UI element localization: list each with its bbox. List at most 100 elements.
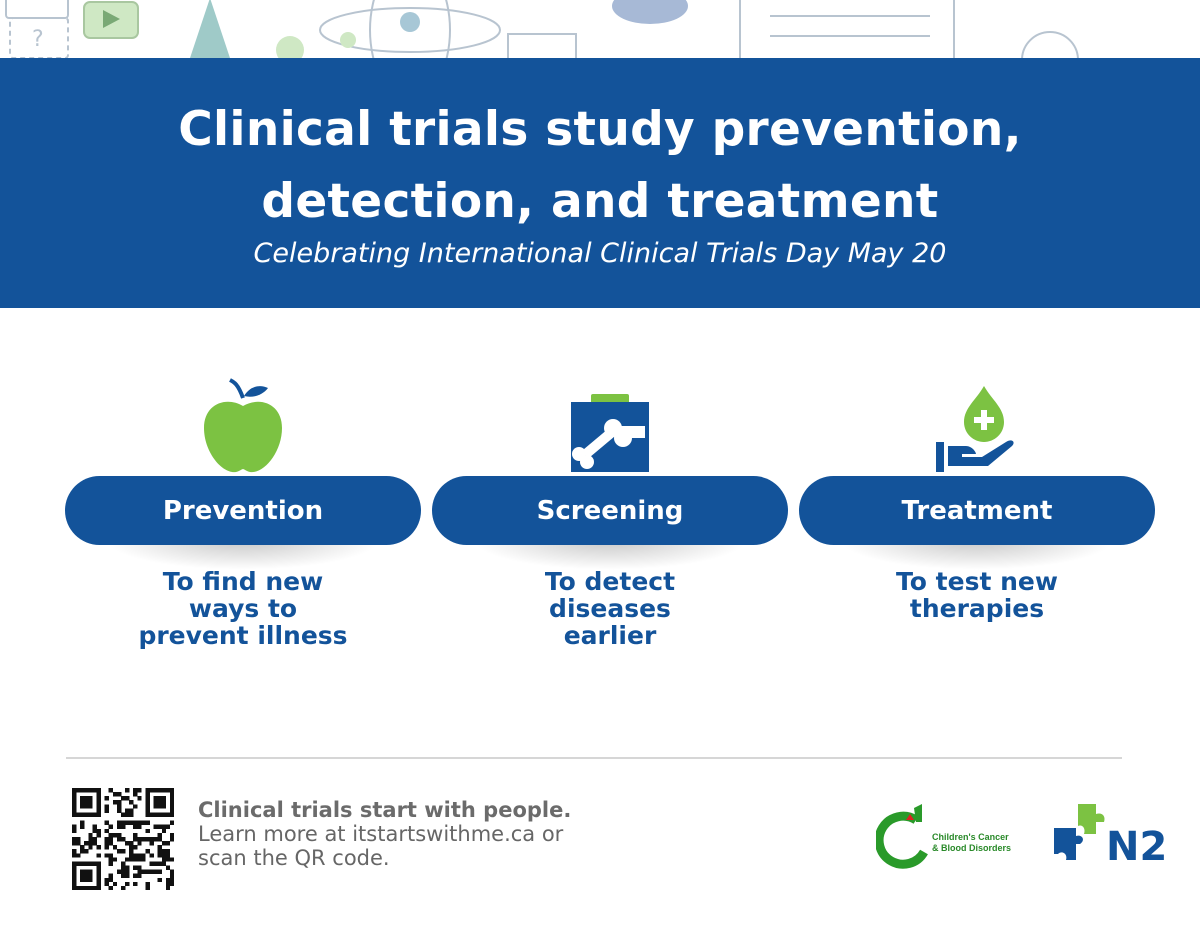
qr-module <box>145 804 150 809</box>
qr-module <box>120 869 126 874</box>
qr-module <box>116 804 122 809</box>
qr-module <box>145 836 150 842</box>
qr-module <box>133 804 138 809</box>
qr-module <box>145 808 150 813</box>
qr-module <box>92 824 97 830</box>
qr-module <box>165 849 171 854</box>
qr-module <box>84 873 89 879</box>
qr-module <box>96 885 101 891</box>
qr-module <box>169 796 175 801</box>
prevention-label: Prevention <box>65 476 421 545</box>
qr-module <box>125 812 130 817</box>
hand-drop-icon <box>799 376 1155 476</box>
qr-module <box>145 820 150 826</box>
qr-module <box>96 812 101 817</box>
qr-module <box>88 845 93 850</box>
qr-module <box>133 865 138 870</box>
qr-module <box>112 832 118 838</box>
qr-module <box>165 881 171 887</box>
qr-module <box>165 824 171 830</box>
qr-module <box>92 828 97 834</box>
qr-module <box>88 877 93 883</box>
title-line-1: Clinical trials study prevention, <box>178 102 1022 157</box>
qr-module <box>169 808 175 813</box>
qr-module <box>125 865 130 870</box>
qr-module <box>116 832 122 838</box>
qr-module <box>137 841 142 846</box>
desc-line: To detect <box>544 567 676 596</box>
qr-module <box>153 824 158 830</box>
qr-module <box>141 820 146 826</box>
qr-module <box>133 881 138 887</box>
qr-module <box>96 832 101 838</box>
qr-module <box>104 845 110 850</box>
qr-module <box>145 828 150 834</box>
pill-shadow <box>472 540 748 570</box>
qr-module <box>104 808 110 813</box>
qr-module <box>137 824 142 830</box>
qr-module <box>84 812 89 817</box>
qr-module <box>76 841 81 846</box>
qr-module <box>116 820 122 826</box>
qr-module <box>153 800 158 805</box>
qr-module <box>92 836 97 842</box>
qr-module <box>84 841 89 846</box>
qr-module <box>120 865 126 870</box>
qr-module <box>80 849 85 854</box>
qr-module <box>104 796 110 801</box>
qr-module <box>125 808 130 813</box>
qr-module <box>96 865 101 870</box>
qr-module <box>149 788 154 793</box>
qr-module <box>116 792 122 797</box>
prevention-column: Prevention To find new ways to prevent i… <box>65 372 421 672</box>
qr-module <box>153 796 158 801</box>
qr-module <box>157 788 163 793</box>
qr-module <box>169 877 175 883</box>
qr-module <box>80 845 85 850</box>
qr-module <box>161 812 167 817</box>
qr-module <box>133 845 138 850</box>
qr-module <box>120 885 126 891</box>
qr-module <box>129 808 134 813</box>
title-banner: Clinical trials study prevention, detect… <box>0 58 1200 308</box>
page-subtitle: Celebrating International Clinical Trial… <box>253 238 947 269</box>
qr-module <box>141 869 146 874</box>
qr-module <box>96 796 101 801</box>
treatment-description: To test new therapies <box>799 568 1155 622</box>
qr-module <box>125 796 130 801</box>
footer-learn-more[interactable]: Learn more at itstartswithme.ca or <box>198 822 564 846</box>
qr-module <box>165 812 171 817</box>
qr-module <box>157 849 163 854</box>
qr-module <box>76 885 81 891</box>
qr-module <box>96 808 101 813</box>
header-illustration: ? <box>0 0 1200 58</box>
qr-module <box>161 788 167 793</box>
qr-module <box>104 841 110 846</box>
qr-module <box>84 800 89 805</box>
qr-module <box>88 861 93 866</box>
qr-module <box>88 885 93 891</box>
qr-module <box>169 873 175 879</box>
ccbd-logo: Children's Cancer & Blood Disorders <box>876 800 1016 870</box>
qr-module <box>145 796 150 801</box>
qr-module <box>104 828 110 834</box>
qr-module <box>153 804 158 809</box>
ccbd-logo-line-1: Children's Cancer <box>932 832 1009 842</box>
qr-module <box>84 804 89 809</box>
qr-module <box>96 804 101 809</box>
qr-code[interactable] <box>72 788 175 891</box>
qr-module <box>96 881 101 887</box>
qr-module <box>92 841 97 846</box>
qr-module <box>76 853 81 858</box>
qr-module <box>76 836 81 842</box>
qr-module <box>92 885 97 891</box>
qr-module <box>116 869 122 874</box>
qr-module <box>108 853 114 858</box>
qr-module <box>157 845 163 850</box>
qr-module <box>145 881 150 887</box>
screening-description: To detect diseases earlier <box>432 568 788 649</box>
qr-module <box>129 800 134 805</box>
title-line-2: detection, and treatment <box>261 174 939 229</box>
qr-module <box>108 857 114 862</box>
qr-module <box>133 788 138 793</box>
